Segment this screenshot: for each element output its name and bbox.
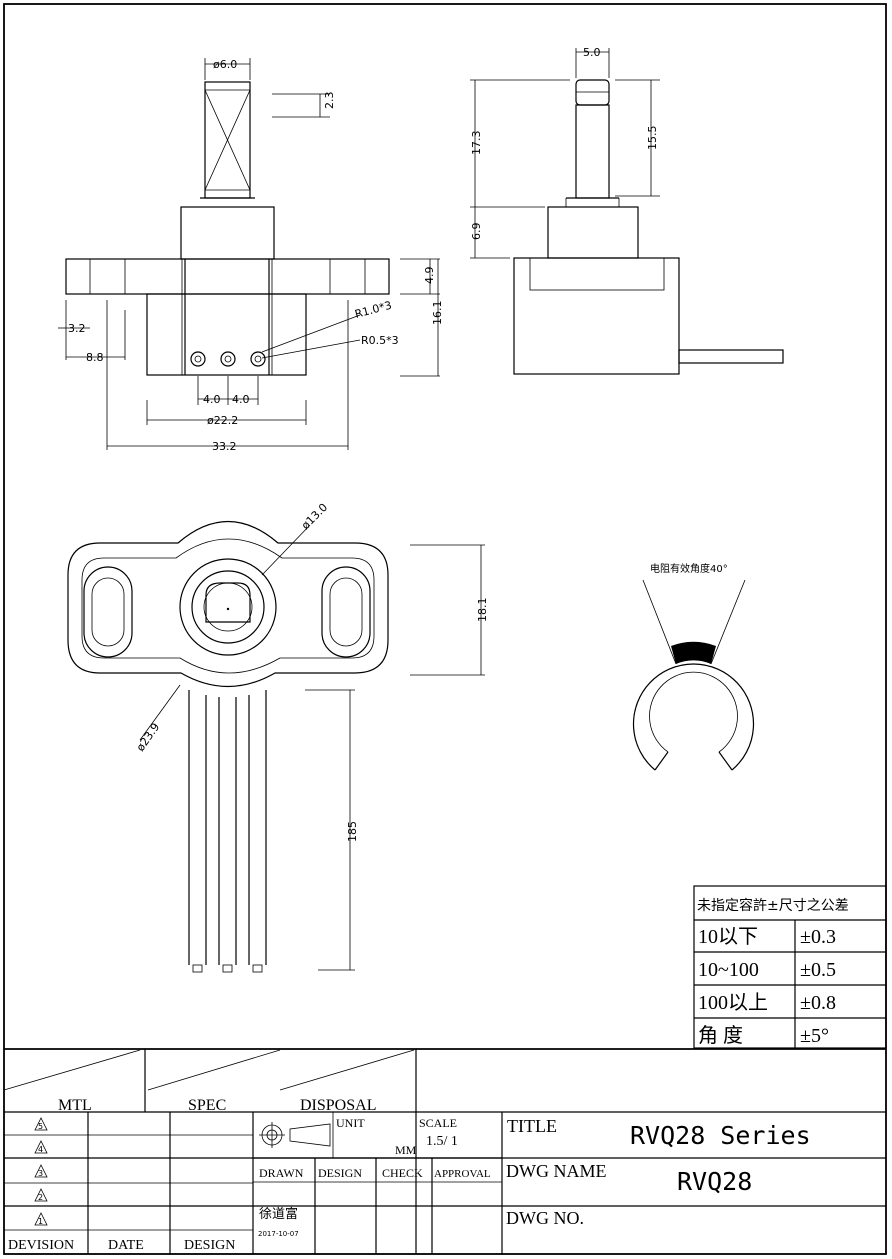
tol-value-2: ±0.8 <box>800 992 836 1014</box>
design-label: DESIGN <box>318 1166 362 1180</box>
tol-range-3: 角 度 <box>698 1024 743 1047</box>
top-height-label: 18.1 <box>476 598 489 623</box>
angle-label: 电阻有效角度40° <box>650 562 728 575</box>
tol-range-0: 10以下 <box>698 926 758 948</box>
design-col-label: DESIGN <box>184 1238 235 1253</box>
left-a-label: 3.2 <box>68 322 86 335</box>
body-dia2-label: ø23.9 <box>134 721 163 754</box>
top-view: ø13.0 18.1 ø23.9 185 <box>67 501 489 973</box>
pitch1-label: 4.0 <box>203 393 221 406</box>
dwg-name-value: RVQ28 <box>677 1167 752 1196</box>
side-view: 5.0 17.3 6.9 15.5 <box>470 46 784 375</box>
disposal-label: DISPOSAL <box>300 1097 376 1114</box>
total-height-label: 16.1 <box>431 301 444 326</box>
spec-label: SPEC <box>188 1097 226 1114</box>
rev-2: 2 <box>38 1193 43 1202</box>
mtl-label: MTL <box>58 1097 92 1114</box>
drawing-date: 2017-10-07 <box>258 1230 299 1238</box>
approval-label: APPROVAL <box>434 1168 491 1180</box>
flat-height-label: 2.3 <box>323 92 336 110</box>
angle-view: 电阻有效角度40° <box>632 562 755 771</box>
total-width-label: 33.2 <box>212 440 237 453</box>
pitch2-label: 4.0 <box>232 393 250 406</box>
tolerance-header: 未指定容許±尺寸之公差 <box>697 897 849 914</box>
scale-label: SCALE <box>419 1116 457 1130</box>
unit-label: UNIT <box>336 1116 365 1130</box>
shaft-length2-label: 15.5 <box>646 126 659 151</box>
projection-symbol-icon <box>259 1122 331 1148</box>
rev-3: 3 <box>38 1169 43 1178</box>
body-dia-label: ø22.2 <box>207 414 238 427</box>
wire-length-label: 185 <box>346 821 359 842</box>
unit-value: MM <box>395 1143 417 1157</box>
check-label: CHECK <box>382 1166 423 1180</box>
title-value: RVQ28 Series <box>630 1121 811 1150</box>
rev-4: 4 <box>38 1145 43 1154</box>
dwg-name-label: DWG NAME <box>506 1161 607 1181</box>
rev-5: 5 <box>38 1122 43 1131</box>
shaft-dia-label: ø6.0 <box>213 58 237 71</box>
scale-value: 1.5/ 1 <box>426 1134 458 1149</box>
drawn-label: DRAWN <box>259 1166 304 1180</box>
shaft-length-label: 17.3 <box>470 131 483 156</box>
title-block: MTL SPEC DISPOSAL 5 4 3 2 1 DEVISION DAT… <box>3 1048 886 1254</box>
drawer-name: 徐道富 <box>259 1206 298 1222</box>
devision-label: DEVISION <box>8 1238 74 1253</box>
hole-dia-label: ø13.0 <box>299 501 330 532</box>
boss-height-label: 6.9 <box>470 223 483 241</box>
tol-range-1: 10~100 <box>698 959 759 981</box>
tol-value-1: ±0.5 <box>800 959 836 981</box>
date-col-label: DATE <box>108 1238 144 1253</box>
flat-width-label: 5.0 <box>583 46 601 59</box>
front-view: R1.0*3 R0.5*3 ø6.0 2.3 4.9 16.1 4.0 4.0 … <box>58 58 444 453</box>
sheet-border <box>3 3 887 1255</box>
r-pin-label: R0.5*3 <box>361 334 399 347</box>
tol-value-3: ±5° <box>800 1025 829 1047</box>
left-b-label: 8.8 <box>86 351 104 364</box>
tol-value-0: ±0.3 <box>800 926 836 948</box>
rev-1: 1 <box>38 1217 43 1226</box>
r-small-label: R1.0*3 <box>353 299 393 321</box>
title-label: TITLE <box>507 1116 557 1136</box>
flange-height-label: 4.9 <box>423 267 436 285</box>
tolerance-table: 未指定容許±尺寸之公差 10以下 ±0.3 10~100 ±0.5 100以上 … <box>693 885 887 1049</box>
tol-range-2: 100以上 <box>698 991 768 1014</box>
dwg-no-label: DWG NO. <box>506 1208 584 1228</box>
